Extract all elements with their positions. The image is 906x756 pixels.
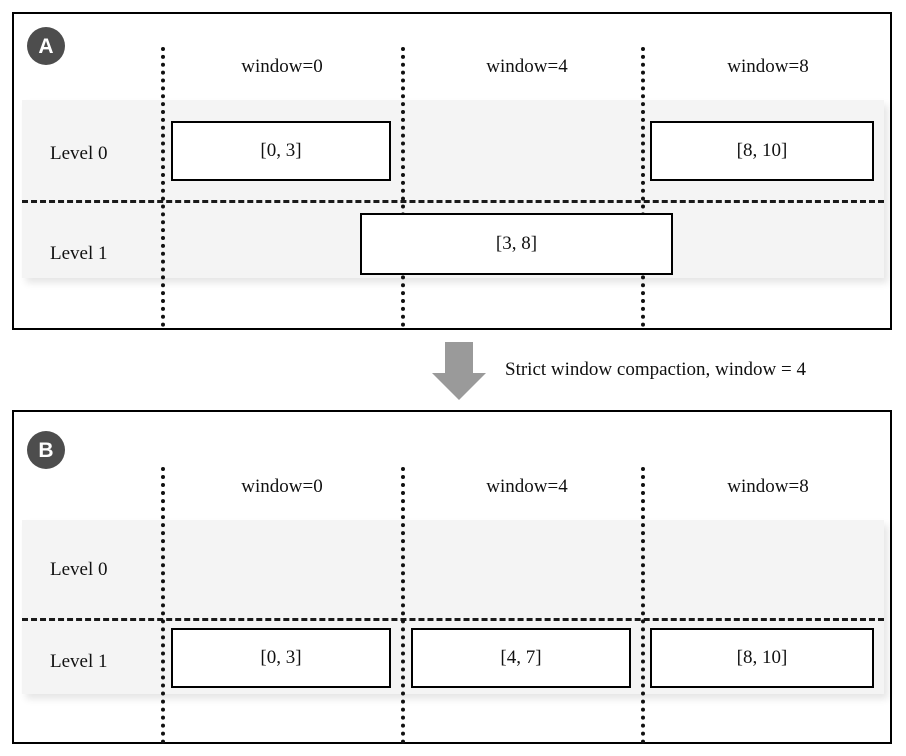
panel-a-column-header-window-0: window=0 bbox=[241, 56, 323, 77]
panel-b: B window=0 window=4 window=8 Level 0 Lev… bbox=[12, 410, 892, 744]
panel-b-column-header-window-8: window=8 bbox=[727, 476, 809, 497]
panel-b-window-line-4 bbox=[401, 467, 405, 744]
panel-b-level-divider bbox=[22, 618, 884, 621]
panel-b-level-1-label: Level 1 bbox=[50, 651, 108, 672]
arrow-down-icon bbox=[432, 342, 486, 400]
panel-a-window-line-8 bbox=[641, 47, 645, 327]
transition-caption: Strict window compaction, window = 4 bbox=[505, 359, 806, 380]
panel-b-level-0-label: Level 0 bbox=[50, 559, 108, 580]
panel-a-column-header-window-4: window=4 bbox=[486, 56, 568, 77]
panel-a-interval-box-0-3: [0, 3] bbox=[171, 121, 391, 181]
panel-a-interval-box-3-8: [3, 8] bbox=[360, 213, 673, 275]
transition-group: Strict window compaction, window = 4 bbox=[0, 336, 906, 408]
panel-b-column-header-window-0: window=0 bbox=[241, 476, 323, 497]
panel-a-level-divider bbox=[22, 200, 884, 203]
panel-b-badge: B bbox=[27, 431, 65, 469]
panel-a-column-headers: window=0 window=4 window=8 bbox=[14, 14, 890, 77]
panel-b-window-line-0 bbox=[161, 467, 165, 744]
panel-a-badge: A bbox=[27, 27, 65, 65]
panel-b-interval-box-0-3: [0, 3] bbox=[171, 628, 391, 688]
panel-a-interval-box-8-10: [8, 10] bbox=[650, 121, 874, 181]
panel-a-level-0-label: Level 0 bbox=[50, 143, 108, 164]
panel-a-window-line-4 bbox=[401, 47, 405, 327]
panel-b-interval-box-8-10: [8, 10] bbox=[650, 628, 874, 688]
panel-b-interval-box-4-7: [4, 7] bbox=[411, 628, 631, 688]
panel-a-level-1-label: Level 1 bbox=[50, 243, 108, 264]
panel-a-window-line-0 bbox=[161, 47, 165, 327]
panel-a-column-header-window-8: window=8 bbox=[727, 56, 809, 77]
panel-b-window-line-8 bbox=[641, 467, 645, 744]
panel-a: A window=0 window=4 window=8 Level 0 Lev… bbox=[12, 12, 892, 330]
panel-b-column-header-window-4: window=4 bbox=[486, 476, 568, 497]
panel-b-column-headers: window=0 window=4 window=8 bbox=[14, 412, 890, 497]
